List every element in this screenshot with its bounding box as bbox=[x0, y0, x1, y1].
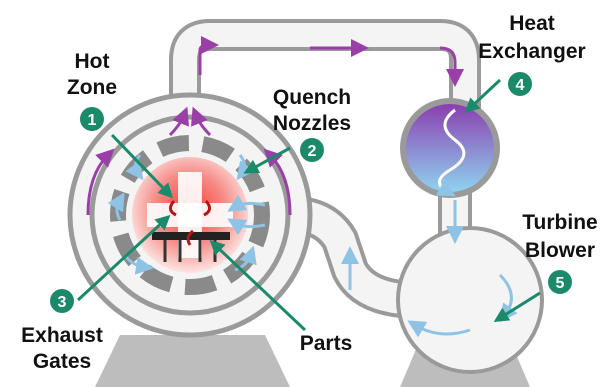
heat-exchanger-label-line2: Exchanger bbox=[478, 40, 585, 63]
quench-nozzles-badge bbox=[300, 138, 324, 162]
wavy-arrow-icon bbox=[227, 194, 266, 212]
turbine-blower-badge bbox=[548, 270, 572, 294]
heat-exchanger-label-line1: Heat bbox=[509, 12, 555, 35]
return-pipe bbox=[173, 23, 477, 120]
parts-tray bbox=[152, 232, 230, 240]
exhaust-gates-label: 3 Exhaust Gates bbox=[21, 289, 103, 373]
hot-zone-label-line1: Hot bbox=[75, 50, 110, 73]
hot-zone-number: 1 bbox=[88, 112, 97, 129]
exhaust-gates-badge bbox=[50, 289, 74, 313]
wavy-arrow-icon bbox=[435, 108, 466, 197]
quench-nozzles-label-line1: Quench bbox=[273, 86, 351, 109]
turbine-blower-label-line2: Blower bbox=[525, 239, 595, 262]
heat-exchanger-badge bbox=[508, 72, 532, 96]
wavy-arrow-icon bbox=[107, 192, 125, 221]
turbine-blower bbox=[396, 226, 544, 374]
pointer-arrow-icon bbox=[110, 133, 174, 199]
hot-zone-label: Hot Zone 1 bbox=[67, 50, 117, 131]
wavy-arrow-icon bbox=[407, 320, 471, 338]
quench-nozzles-label: Quench Nozzles 2 bbox=[273, 86, 351, 162]
turbine-blower-label: Turbine Blower 5 bbox=[522, 211, 598, 294]
turbine-blower-label-line1: Turbine bbox=[522, 211, 597, 234]
hot-zone-label-line2: Zone bbox=[67, 76, 117, 99]
return-flow-arrow bbox=[168, 106, 190, 137]
wavy-arrow-icon bbox=[227, 218, 266, 236]
return-flow-arrow bbox=[190, 106, 212, 137]
parts-label-text: Parts bbox=[300, 332, 353, 355]
exhaust-gates-number: 3 bbox=[58, 294, 67, 311]
wavy-arrow-icon bbox=[234, 245, 257, 272]
return-flow-arrow bbox=[439, 46, 464, 87]
return-flow-arrow bbox=[198, 36, 219, 75]
parts-label: Parts bbox=[300, 332, 353, 355]
hot-zone-badge bbox=[80, 107, 104, 131]
furnace-stand bbox=[95, 335, 290, 387]
heat-exchanger bbox=[406, 104, 494, 192]
pointer-arrow-icon bbox=[493, 291, 541, 322]
heat-exchanger-number: 4 bbox=[516, 77, 525, 94]
furnace-inner-wall bbox=[89, 114, 291, 316]
heat-exchanger-label: Heat Exchanger 4 bbox=[478, 12, 586, 96]
return-flow-arrow bbox=[86, 148, 115, 216]
return-flow-arrow bbox=[263, 148, 292, 216]
pointer-arrow-icon bbox=[243, 146, 291, 174]
exhaust-gates-label-line1: Exhaust bbox=[21, 324, 103, 347]
wavy-arrow-icon bbox=[125, 154, 144, 181]
quench-nozzles-label-line2: Nozzles bbox=[273, 112, 351, 135]
quench-nozzles-number: 2 bbox=[308, 143, 317, 160]
pointer-arrow-icon bbox=[464, 78, 502, 114]
turbine-blower-number: 5 bbox=[556, 275, 565, 292]
pointer-arrow-icon bbox=[209, 239, 307, 332]
exhaust-gates-label-line2: Gates bbox=[33, 350, 91, 373]
pointer-arrow-icon bbox=[76, 214, 171, 302]
